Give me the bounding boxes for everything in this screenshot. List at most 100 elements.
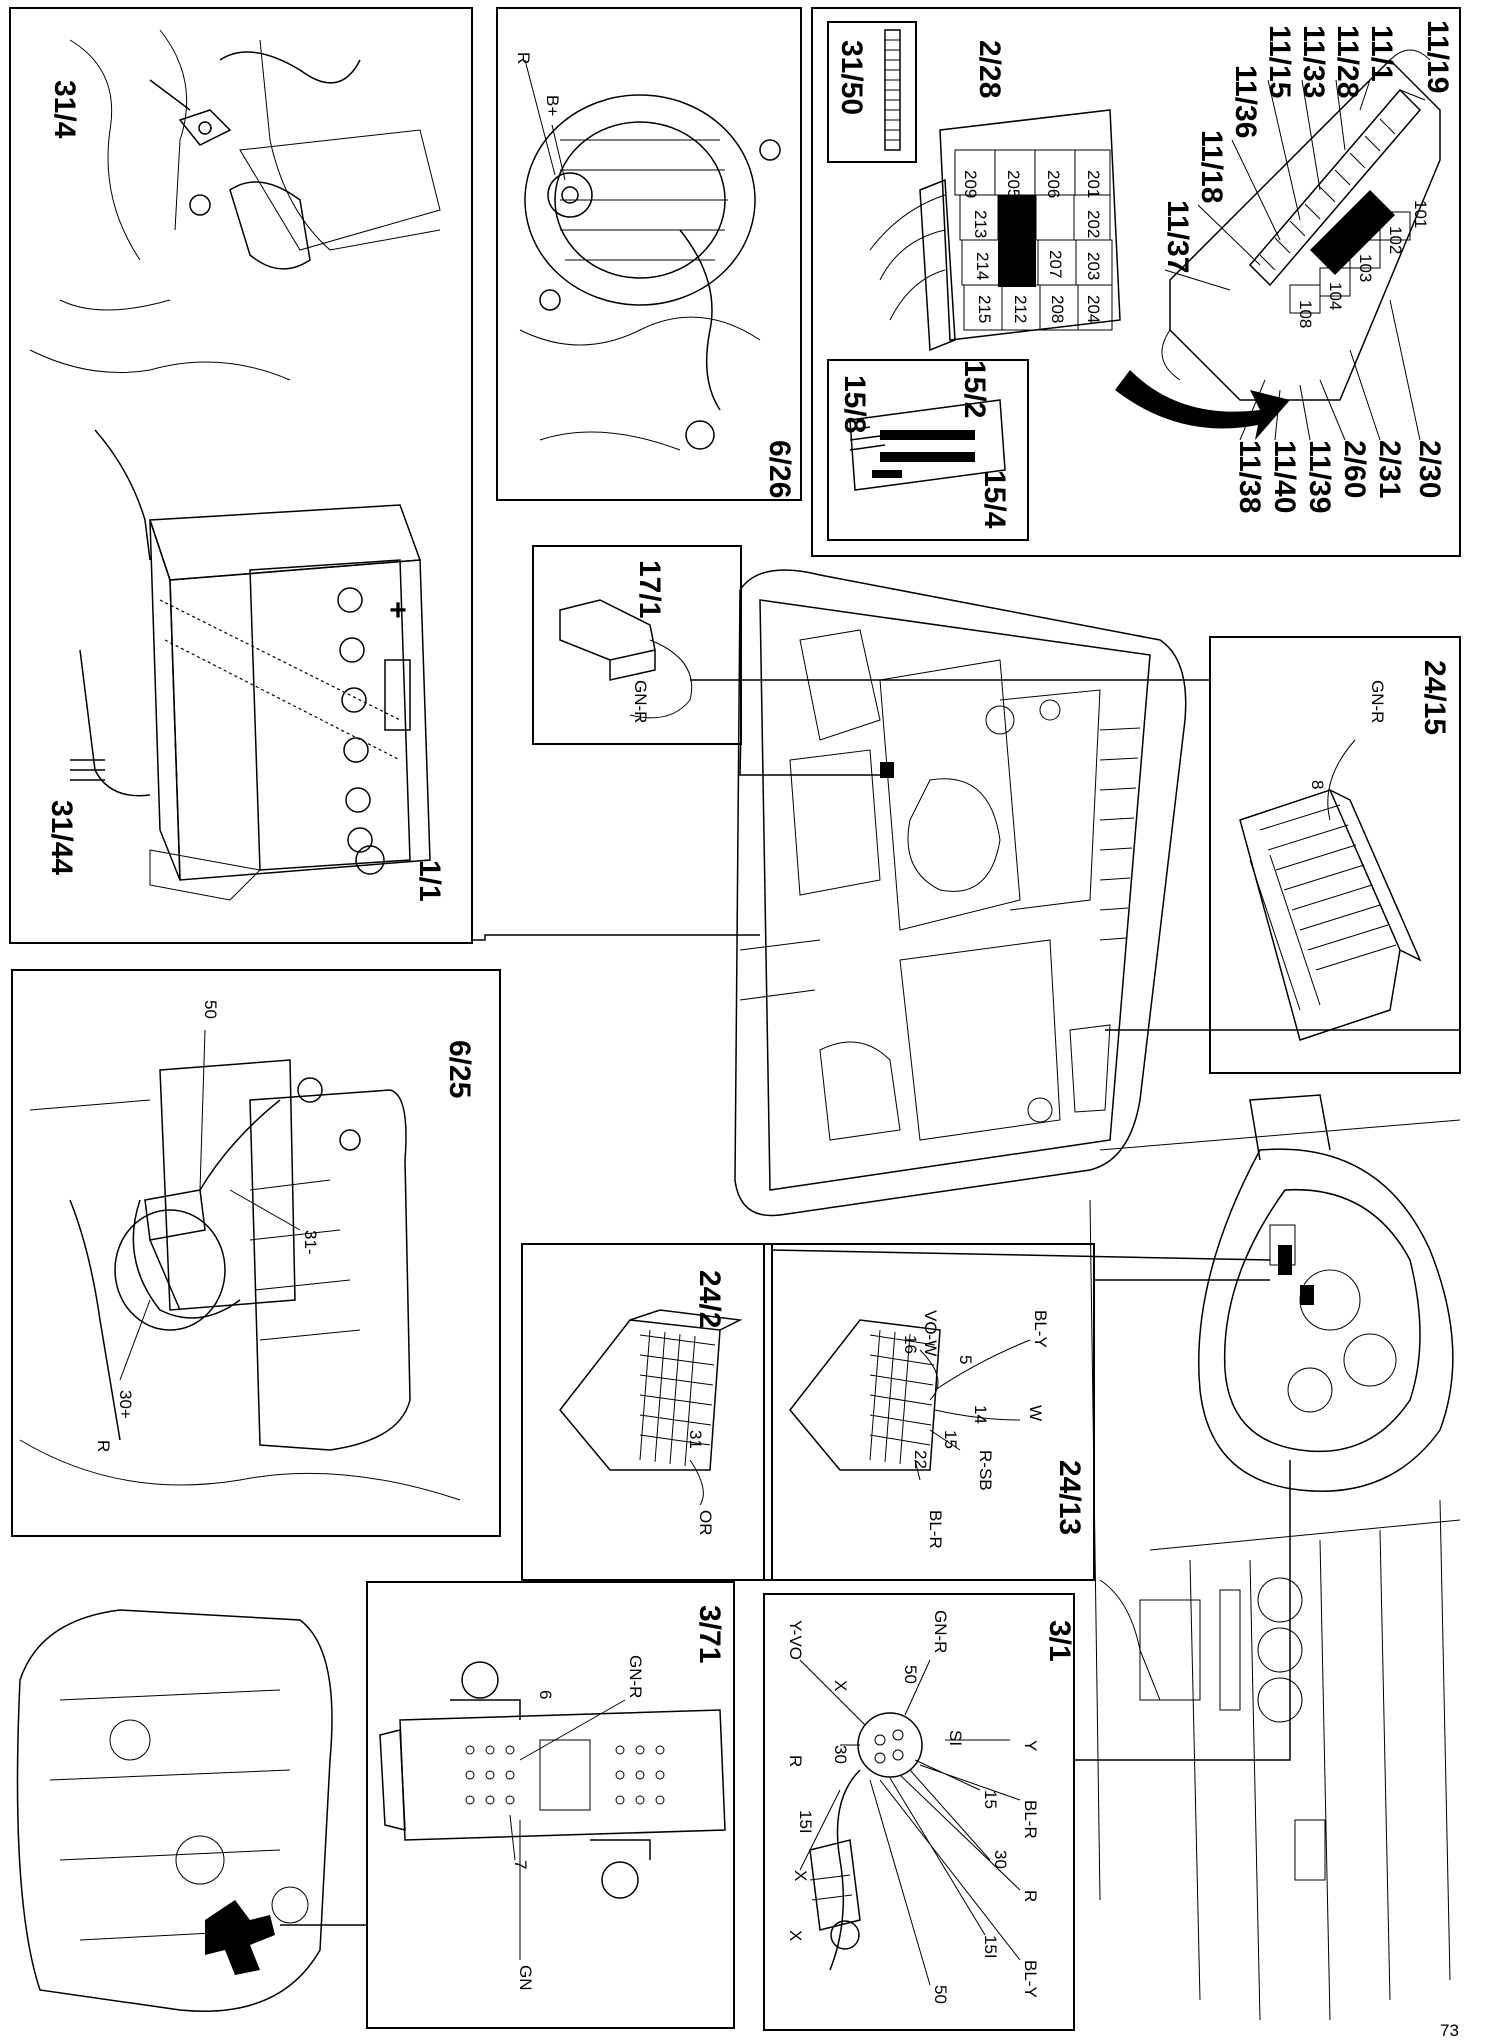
fuse-103: 103 [1356,254,1375,282]
fuse-209: 209 [961,170,980,198]
label-2-60: 2/60 [1338,440,1371,498]
label-6-25: 6/25 [443,1040,476,1098]
fuse-highlight-1xx [1310,190,1395,275]
label-11-38: 11/38 [1233,440,1266,513]
label-11-18: 11/18 [1195,130,1228,203]
label-24-15-wire: GN-R [1368,680,1387,723]
label-11-28: 11/28 [1331,25,1364,98]
label-3-1-30: 30 [831,1745,850,1764]
connector-24-2 [559,1309,743,1471]
dashboard-interior [1089,1094,1461,2021]
label-3-1-50: 50 [901,1665,920,1684]
label-24-2-pin: 31 [686,1430,705,1449]
fuse-201: 201 [1084,170,1103,198]
fuse-215: 215 [975,295,994,323]
ignition-switch [809,1712,923,1971]
label-6-25-30: 30+ [116,1390,135,1419]
fuse-205: 205 [1004,170,1023,198]
label-24-13-16: 16 [901,1335,920,1354]
label-24-13-w: W [1026,1405,1045,1421]
label-3-1-y: Y [1021,1740,1040,1751]
label-17-1-wire: GN-R [631,680,650,723]
label-6-26-r: R [514,52,533,64]
label-3-1-r: R [786,1755,805,1767]
label-24-13-14: 14 [971,1405,990,1424]
fuse-102: 102 [1386,226,1405,254]
label-15-8: 15/8 [838,375,871,433]
connector-15 [849,399,1006,491]
label-11-36: 11/36 [1229,65,1262,138]
fuse-213: 213 [971,210,990,238]
label-11-37: 11/37 [1161,200,1194,273]
label-3-71-gnr: GN-R [626,1655,645,1698]
label-24-13-5: 5 [956,1355,975,1364]
label-31-4: 31/4 [48,80,81,139]
label-3-1-50b: 50 [931,1985,950,2004]
label-24-13-vow: VO-W [921,1310,940,1356]
fuse-203: 203 [1084,252,1103,280]
label-24-13-15: 15 [941,1430,960,1449]
panel-17-1-frame [532,545,742,745]
page-number: 73 [1440,2021,1459,2040]
label-3-1-15i: 15I [796,1810,815,1834]
connector-24-15 [1239,789,1422,1041]
fuse-208: 208 [1048,295,1067,323]
label-3-71: 3/71 [693,1605,726,1663]
fuse-101: 101 [1411,200,1430,228]
label-15-4: 15/4 [978,470,1011,529]
connector-24-13 [789,1319,941,1471]
inset-15-frame [827,359,1029,541]
battery-plus-label: + [389,594,407,627]
connector-17-1 [559,599,693,719]
central-electrical-unit [1161,49,1441,401]
label-3-1-15: 15 [981,1790,1000,1809]
leader-3-1 [1074,1460,1291,1761]
connector-31-50 [884,29,901,151]
alternator-illustration [519,94,781,451]
battery: + [148,504,431,881]
label-24-2: 24/2 [693,1270,726,1328]
label-24-13: 24/13 [1053,1460,1086,1535]
panel-3-71-frame [366,1581,735,2029]
battery-illustration: + [29,29,441,901]
leader-17-1 [739,729,880,776]
fuse-204: 204 [1084,295,1103,323]
label-3-1-blr: BL-R [1021,1800,1040,1839]
label-24-13-rsb: R-SB [976,1450,995,1491]
label-31-50: 31/50 [835,40,868,115]
label-24-13-22: 22 [911,1450,930,1469]
inset-31-50-frame [827,21,917,163]
gearbox-illustration [16,1609,333,2012]
label-3-1-si: SI [946,1730,965,1746]
label-2-31: 2/31 [1373,440,1406,498]
fuse-2-28-highlight [998,195,1036,287]
fuse-214: 214 [973,252,992,280]
label-3-1-x2: X [791,1870,810,1881]
arrow-icon [1115,370,1290,440]
label-24-15-pin: 8 [1308,780,1327,789]
label-24-15: 24/15 [1418,660,1451,735]
label-6-25-r: R [94,1440,113,1452]
label-6-26: 6/26 [763,440,796,498]
label-11-1: 11/1 [1365,25,1398,82]
panel-24-2-frame [521,1243,773,1581]
label-3-71-6: 6 [536,1690,555,1699]
label-3-1-30b: 30 [991,1850,1010,1869]
label-11-39: 11/39 [1303,440,1336,513]
label-3-1: 3/1 [1043,1620,1076,1662]
label-3-1-bly: BL-Y [1021,1960,1040,1998]
label-2-28: 2/28 [973,40,1006,98]
label-11-19: 11/19 [1421,20,1454,93]
label-3-1-gnr: GN-R [931,1610,950,1653]
leader-1-1 [472,934,760,941]
battery-cells [337,587,373,853]
panel-alternator-frame [496,7,802,501]
panel-3-1-frame [763,1593,1075,2031]
label-11-15: 11/15 [1263,25,1296,98]
label-6-25-31: 31- [301,1230,320,1255]
switch-3-71-pins [465,1745,665,1805]
panel-24-15-frame [1209,636,1461,1074]
fuse-207: 207 [1046,250,1065,278]
label-1-1: 1/1 [413,860,446,902]
